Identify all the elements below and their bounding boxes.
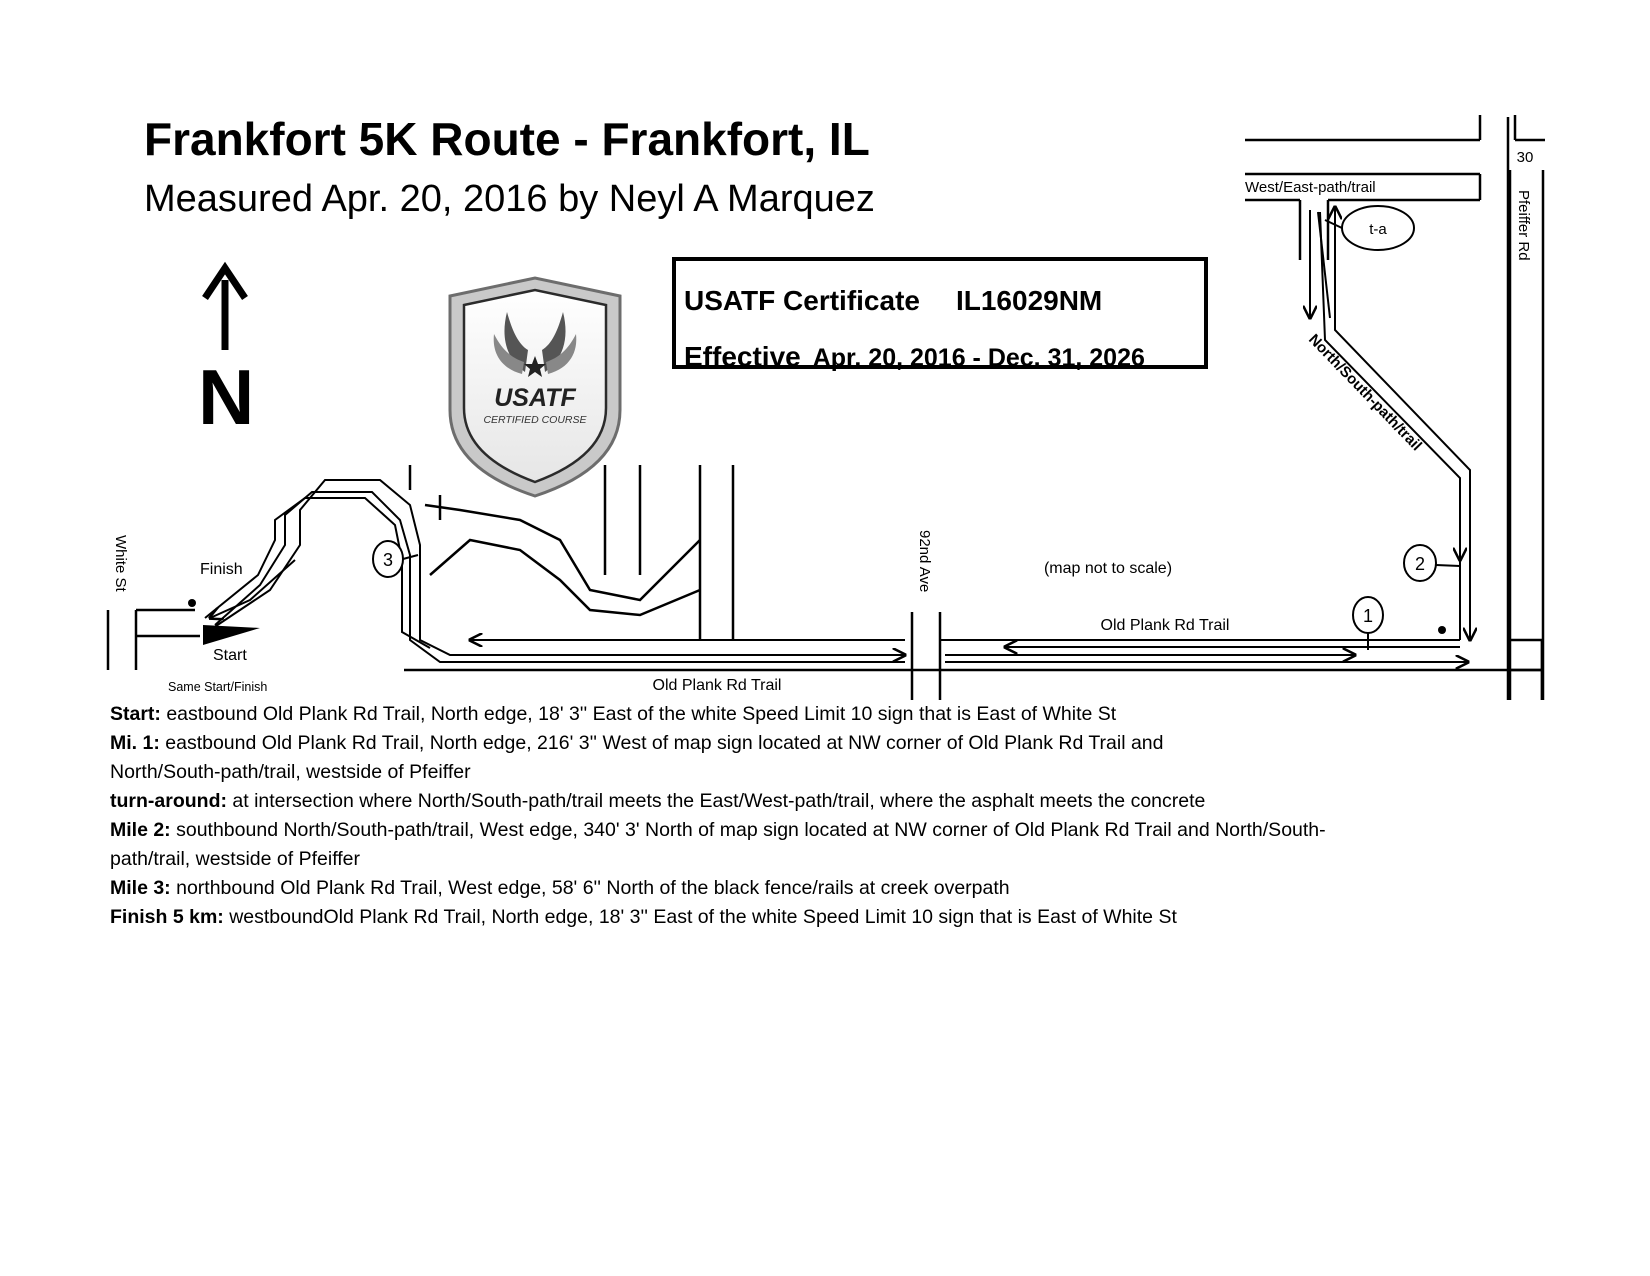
route-path <box>204 207 1470 662</box>
svg-text:1: 1 <box>1363 606 1373 626</box>
finish-label: Finish <box>200 561 243 578</box>
note-mile-1: Mi. 1: eastbound Old Plank Rd Trail, Nor… <box>110 732 1164 783</box>
note-turnaround: turn-around: at intersection where North… <box>110 790 1206 812</box>
pfeiffer-label: Pfeiffer Rd <box>1515 190 1532 261</box>
mile-1-marker: 1 <box>1352 596 1384 650</box>
effective-dates: Apr. 20, 2016 - Dec. 31, 2026 <box>812 344 1145 372</box>
svg-text:t-a: t-a <box>1369 221 1387 238</box>
old-plank-upper-label: Old Plank Rd Trail <box>1101 617 1230 634</box>
svg-text:2: 2 <box>1415 554 1425 574</box>
scale-note: (map not to scale) <box>1044 560 1172 577</box>
certificate-number: IL16029NM <box>955 285 1103 316</box>
note-finish: Finish 5 km: westboundOld Plank Rd Trail… <box>110 906 1177 928</box>
effective-label: Effective <box>684 341 801 372</box>
usatf-certified-badge: USATF CERTIFIED COURSE <box>448 276 622 498</box>
route-30-label: 30 <box>1517 149 1534 166</box>
map-sign-icon <box>1438 626 1446 634</box>
course-notes: Start: eastbound Old Plank Rd Trail, Nor… <box>110 700 1530 932</box>
course-map: N USATF CERTIFIED COURSE <box>106 115 1545 700</box>
page-subtitle: Measured Apr. 20, 2016 by Neyl A Marquez <box>144 178 875 220</box>
north-arrow-icon <box>202 261 248 350</box>
start-label: Start <box>213 647 247 664</box>
west-east-path-label: West/East-path/trail <box>1245 179 1376 196</box>
note-mile-3: Mile 3: northbound Old Plank Rd Trail, W… <box>110 877 1010 899</box>
svg-text:3: 3 <box>383 550 393 570</box>
white-st-label: White St <box>112 535 129 593</box>
finish-point-icon <box>188 599 196 607</box>
mile-3-marker: 3 <box>372 540 419 578</box>
certificate-box: USATF Certificate IL16029NM Effective Apr.… <box>672 257 1208 372</box>
turnaround-marker: t-a <box>1324 205 1415 251</box>
ave-92-label: 92nd Ave <box>916 530 933 592</box>
note-start: Start: eastbound Old Plank Rd Trail, Nor… <box>110 703 1117 725</box>
same-start-finish-label: Same Start/Finish <box>168 680 267 694</box>
badge-brand: USATF <box>494 384 576 412</box>
page-title: Frankfort 5K Route - Frankfort, IL <box>144 113 870 165</box>
note-mile-2: Mile 2: southbound North/South-path/trai… <box>110 819 1326 870</box>
north-south-path-label: North/South-path/trail <box>1305 331 1425 454</box>
start-flag-icon <box>203 625 260 645</box>
mile-2-marker: 2 <box>1403 544 1461 582</box>
north-letter: N <box>198 353 254 441</box>
old-plank-lower-label: Old Plank Rd Trail <box>653 677 782 694</box>
badge-caption: CERTIFIED COURSE <box>483 414 587 426</box>
street-lines <box>106 115 1545 700</box>
certificate-label: USATF Certificate <box>684 285 920 316</box>
wings-icon <box>493 312 577 377</box>
